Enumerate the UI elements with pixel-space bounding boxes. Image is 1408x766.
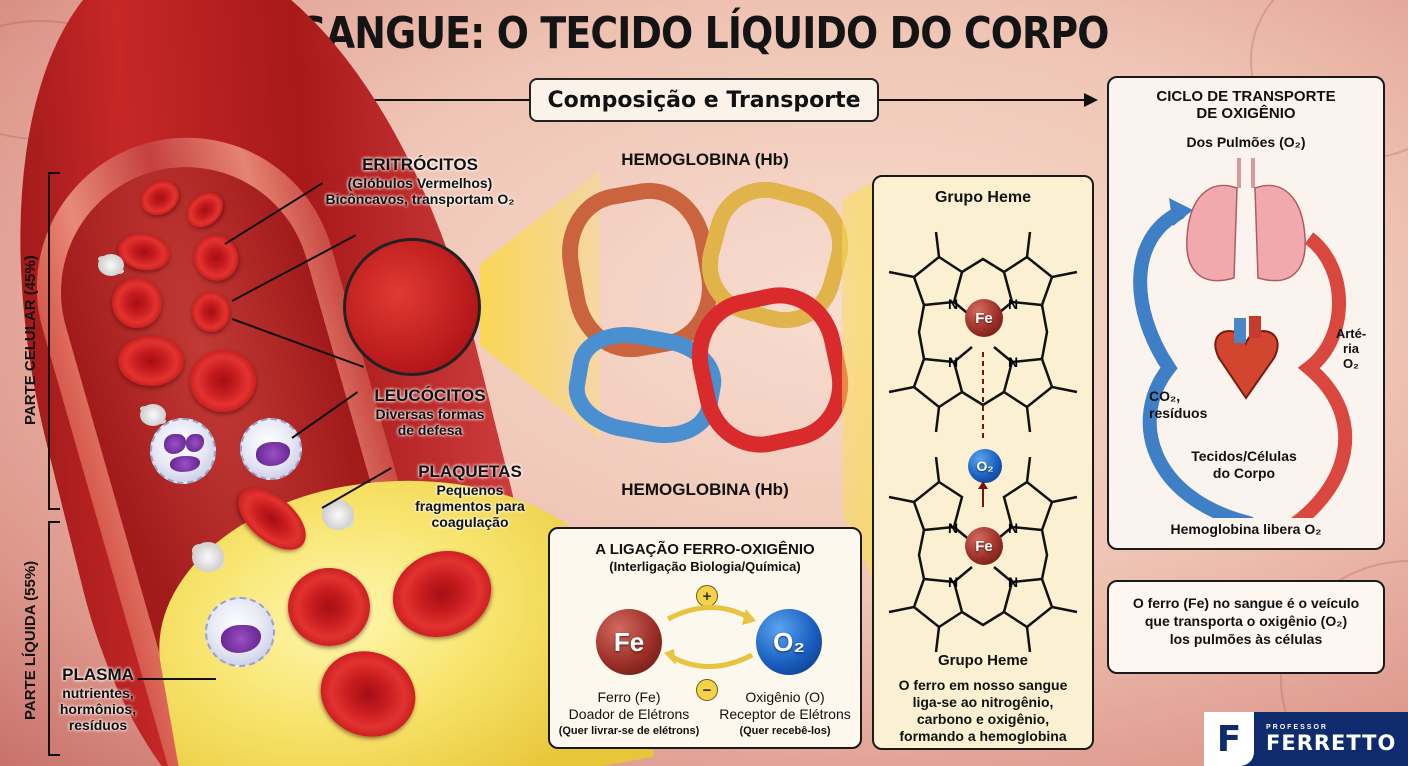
summary-note-panel: O ferro (Fe) no sangue é o veículo que t… (1107, 580, 1385, 674)
svg-text:N: N (948, 574, 958, 590)
red-blood-cell (190, 350, 256, 412)
heme-title-top: Grupo Heme (934, 189, 1031, 206)
minus-icon: − (696, 679, 718, 701)
svg-text:N: N (1008, 296, 1018, 312)
iron-oxygen-bond-panel: A LIGAÇÃO FERRO-OXIGÊNIO (Interligação B… (548, 527, 862, 749)
arrow-right-icon (1084, 93, 1098, 107)
platelet (98, 254, 124, 276)
bracket-liquid (48, 521, 60, 756)
label-liquid-part: PARTE LÍQUIDA (55%) (22, 560, 39, 720)
svg-text:N: N (948, 520, 958, 536)
leader-plasma (138, 678, 216, 680)
porphyrin-ring-bottom: N N N N (888, 457, 1078, 653)
svg-text:N: N (1008, 520, 1018, 536)
cycle-title: CICLO DE TRANSPORTE DE OXIGÊNIO (1156, 88, 1336, 122)
iron-atom-bottom: Fe (965, 527, 1003, 565)
iron-atom-top: Fe (965, 299, 1003, 337)
heme-description: O ferro em nosso sangue liga-se ao nitro… (898, 677, 1068, 744)
platelet (140, 404, 166, 426)
heme-group-panel: Grupo Heme N N N N Fe O₂ (872, 175, 1094, 750)
platelet (192, 542, 224, 572)
iron-atom: Fe (596, 609, 662, 675)
oxygen-molecule: O₂ (756, 609, 822, 675)
subtitle-arrow-right-line (879, 99, 1084, 101)
lungs-label: Dos Pulmões (O₂) (1186, 134, 1306, 150)
svg-text:N: N (1008, 354, 1018, 370)
oxygen-cycle-panel: CICLO DE TRANSPORTE DE OXIGÊNIO Dos Pulm… (1107, 76, 1385, 550)
zoom-circle-rbc-interior (343, 238, 481, 376)
white-blood-cell (205, 597, 275, 667)
label-leukocytes: LEUCÓCITOS Diversas formas de defesa (374, 386, 486, 438)
hemoglobin-label-bottom: HEMOGLOBINA (Hb) (621, 480, 789, 499)
svg-text:N: N (948, 354, 958, 370)
svg-text:N: N (948, 296, 958, 312)
white-blood-cell (240, 418, 302, 480)
circulation-diagram (1133, 158, 1353, 518)
svg-text:N: N (1008, 574, 1018, 590)
bond-subtitle: (Interligação Biologia/Química) (609, 559, 801, 574)
bond-title: A LIGAÇÃO FERRO-OXIGÊNIO (595, 541, 815, 558)
label-platelets: PLAQUETAS Pequenos fragmentos para coagu… (415, 462, 525, 530)
label-cellular-part: PARTE CELULAR (45%) (22, 255, 39, 425)
logo-ferretto-text: FERRETTO (1266, 730, 1397, 755)
subtitle-box: Composição e Transporte (529, 78, 879, 122)
subtitle-arrow-left-line (330, 99, 530, 101)
summary-note-text: O ferro (Fe) no sangue é o veículo que t… (1132, 595, 1360, 647)
tissues-label: Tecidos/Células do Corpo (1191, 448, 1297, 481)
electron-transfer-arrows (664, 605, 756, 669)
logo-professor-text: PROFESSOR (1266, 723, 1328, 731)
oxygen-description: Oxigênio (O) Receptor de Elétrons (Quer … (719, 689, 851, 737)
heme-title-bottom: Grupo Heme (937, 652, 1028, 669)
red-blood-cell (288, 568, 370, 646)
bracket-cellular (48, 172, 60, 510)
artery-label: Arté- ria O₂ (1335, 326, 1367, 371)
red-blood-cell (192, 292, 230, 332)
porphyrin-ring-top: N N N N (888, 231, 1078, 442)
label-erythrocytes: ERITRÓCITOS (Glóbulos Vermelhos) Bicônca… (325, 155, 515, 207)
hemoglobin-molecule (551, 169, 861, 470)
hemoglobin-label-top: HEMOGLOBINA (Hb) (621, 150, 789, 169)
logo-f-icon: F (1204, 712, 1254, 766)
iron-description: Ferro (Fe) Doador de Elétrons (Quer livr… (558, 689, 700, 737)
release-label: Hemoglobina libera O₂ (1170, 521, 1322, 537)
professor-ferretto-logo: F PROFESSOR FERRETTO (1204, 712, 1408, 766)
white-blood-cell (150, 418, 216, 484)
red-blood-cell (118, 336, 184, 386)
page-title: SANGUE: O TECIDO LÍQUIDO DO CORPO (299, 8, 1109, 59)
label-plasma: PLASMA nutrientes, hormônios, resíduos (59, 665, 137, 733)
red-blood-cell (112, 278, 162, 328)
vein-label: CO₂, resíduos (1149, 388, 1208, 421)
oxygen-atom: O₂ (968, 449, 1002, 483)
